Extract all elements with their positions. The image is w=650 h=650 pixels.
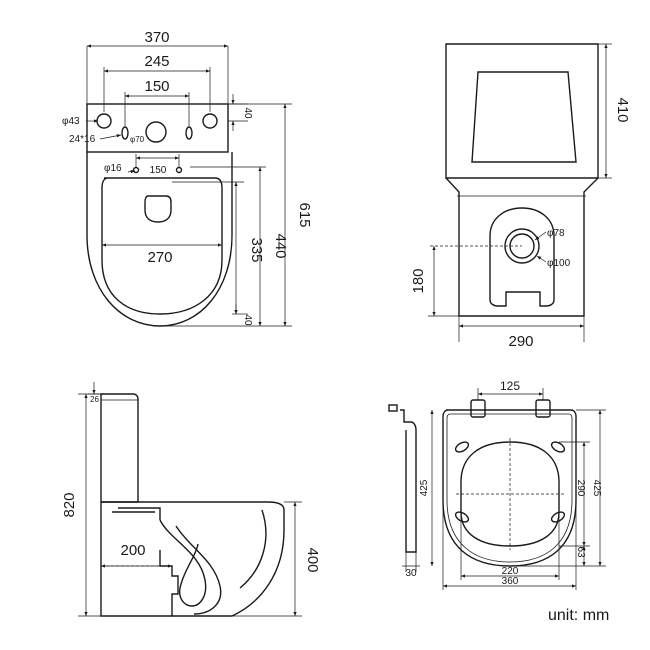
dim-410: 410: [614, 97, 631, 122]
slot-hole-left: [121, 126, 129, 140]
bowl-inner-wall: [239, 509, 267, 589]
dim-270: 270: [147, 249, 172, 266]
right-fitting-hole: [202, 113, 218, 129]
rear-view: 410 φ78 φ100 180 290: [410, 43, 631, 350]
dim-400: 400: [304, 547, 321, 572]
dim-220: 220: [502, 566, 519, 577]
seat-outer-inner-line: [446, 413, 573, 563]
unit-label: unit: mm: [548, 607, 610, 624]
hinge-right: [535, 399, 551, 418]
base-outline: [445, 177, 599, 317]
dim-dia-78: φ78: [547, 228, 565, 239]
dim-290-rear: 290: [508, 333, 533, 350]
dim-615: 615: [296, 202, 313, 227]
rear-opening: [489, 207, 555, 307]
tank-outline: [86, 103, 229, 153]
seat-outline: [101, 177, 223, 315]
bolt-hole-left: [132, 166, 140, 174]
bolt-hole-right: [175, 166, 183, 174]
dim-425-right: 425: [591, 480, 602, 497]
outlet-hole: [144, 195, 172, 223]
dim-63: 63: [575, 546, 586, 558]
dim-245: 245: [144, 53, 169, 70]
dim-dia-70: φ70: [130, 135, 145, 144]
dim-370: 370: [144, 29, 169, 46]
dim-425-left: 425: [419, 479, 430, 496]
dim-150-top: 150: [144, 78, 169, 95]
bumper-2: [550, 441, 566, 453]
top-view: 370 245 150 φ43 24*16 φ70 40 φ16 150 27: [62, 29, 313, 327]
bowl-side: [101, 501, 285, 617]
slot-hole-right: [185, 126, 193, 140]
bumper-1: [454, 441, 470, 453]
trapway: [159, 519, 207, 607]
hinge-left: [470, 399, 486, 418]
seat-outer: [442, 409, 577, 567]
dim-180: 180: [410, 268, 427, 293]
tank-side: [100, 393, 139, 503]
seat-side: [118, 507, 161, 520]
dim-335: 335: [248, 237, 265, 262]
dim-dia-43: φ43: [62, 116, 80, 127]
dim-150-bolt: 150: [150, 165, 167, 176]
dim-40-bottom: 40: [242, 314, 253, 326]
dim-24x16: 24*16: [69, 134, 96, 145]
dim-360: 360: [502, 576, 519, 587]
dim-26: 26: [90, 395, 99, 404]
left-fitting-hole: [96, 113, 112, 129]
bumper-3: [454, 511, 470, 523]
hinge-profile: [388, 404, 398, 412]
side-view: 26 820 200 400: [61, 382, 321, 617]
dim-290-seat: 290: [575, 480, 586, 497]
flush-valve-hole: [145, 121, 167, 143]
seat-profile: [400, 409, 417, 553]
dim-30: 30: [405, 568, 417, 579]
trap-outline: [100, 502, 179, 617]
dim-440: 440: [272, 233, 289, 258]
dim-125: 125: [500, 379, 520, 393]
tank-recess: [471, 71, 577, 163]
dim-40-top: 40: [242, 107, 253, 119]
seat-view: 125 425 290 425 63 30 220 360: [388, 379, 606, 590]
dim-dia-100: φ100: [547, 258, 571, 269]
dim-200: 200: [120, 542, 145, 559]
dim-820: 820: [61, 492, 78, 517]
trapway-inner: [175, 525, 222, 615]
dim-dia-16: φ16: [104, 163, 122, 174]
bumper-4: [550, 511, 566, 523]
